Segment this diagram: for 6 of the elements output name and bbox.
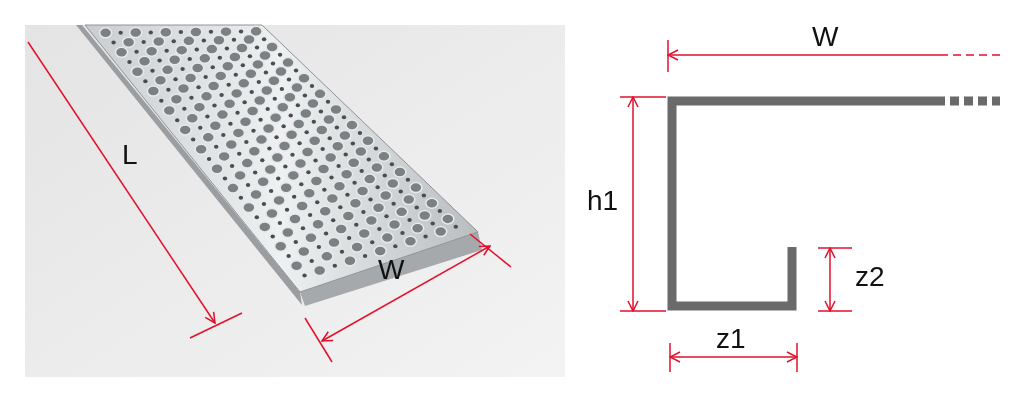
dimension-label: z1 [716, 324, 746, 354]
dimension-label: L [122, 140, 138, 170]
dimension-label: W [378, 255, 405, 285]
dimension-label: z2 [855, 262, 885, 292]
dimension-label: h1 [587, 186, 619, 216]
dimension-label: W [812, 22, 839, 52]
